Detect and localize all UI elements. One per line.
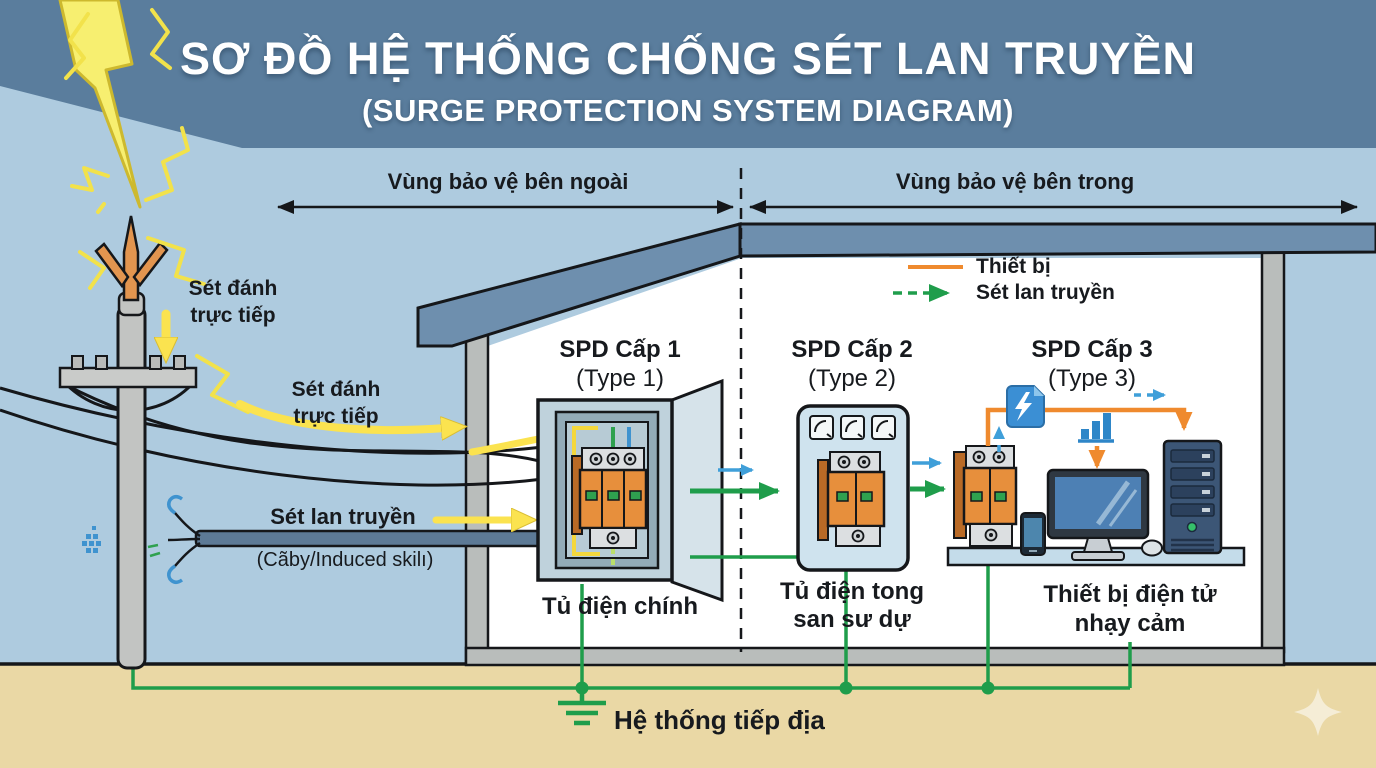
legend-surge-label: Sét lan truyền: [976, 281, 1115, 304]
lightning-rod-icon: [94, 215, 169, 302]
lightning-sparks: [64, 8, 250, 414]
spd2-panel: [796, 404, 910, 572]
zone-inner-label: Vùng bảo vệ bên trong: [895, 169, 1135, 194]
direct-strike-label-2-line1: Sét đánh: [291, 378, 381, 401]
stage-flow-arrows: [690, 457, 946, 500]
pc-tower-icon: [1162, 439, 1223, 555]
building-right-wall: [1260, 246, 1286, 654]
cable-note: (Cãby/Induced skilı): [256, 549, 434, 571]
spd3-device: [953, 445, 1018, 547]
building-left-wall: [464, 330, 490, 666]
spd3-type: (Type 3): [1047, 365, 1137, 392]
pole-crossarm: [58, 366, 198, 389]
grounding-system-label: Hệ thống tiếp địa: [614, 705, 825, 735]
bar-chart-icon: [1078, 413, 1114, 443]
direct-strike-curved-arrow: [236, 400, 446, 430]
spd1-cabinet: [536, 378, 724, 603]
spd1-title: SPD Cấp 1: [559, 336, 681, 363]
spd3-title: SPD Cấp 3: [1031, 336, 1153, 363]
legend-device-label: Thiết bị: [976, 255, 1051, 278]
spd2-caption-line1: Tủ điện tong: [780, 578, 924, 605]
header-band: [0, 0, 1376, 148]
direct-strike-label-1-line1: Sét đánh: [188, 277, 278, 300]
spd1-type: (Type 1): [575, 365, 665, 392]
monitor-icon: [1046, 468, 1150, 561]
spd2-type: (Type 2): [807, 365, 897, 392]
legend-graphics: [893, 265, 963, 302]
spd1-device: [571, 447, 648, 549]
smartphone-icon: [1020, 512, 1046, 556]
spd2-meter-icons: [809, 415, 896, 440]
mouse-icon: [1141, 539, 1163, 557]
building-roof-slope: [416, 222, 742, 348]
zone-markers: [277, 168, 1358, 652]
direct-strike-label-2-line2: trực tiếp: [293, 405, 379, 428]
spd2-title: SPD Cấp 2: [791, 336, 913, 363]
ground-surface: [0, 664, 1376, 768]
lightning-strike: [58, 0, 250, 414]
utility-pole: [58, 215, 198, 670]
spd3-caption-line1: Thiết bị điện tử: [1043, 581, 1217, 608]
spd1-caption: Tủ điện chính: [542, 593, 698, 620]
spd3-caption-line2: nhạy cảm: [1074, 610, 1186, 637]
building-roof-flat: [738, 222, 1376, 258]
surge-document-icon: [1006, 385, 1045, 428]
spd2-caption-line2: san sư dự: [793, 606, 911, 633]
direct-strike-label-1-line2: trực tiếp: [190, 304, 276, 327]
page-title: SƠ ĐỒ HỆ THỐNG CHỐNG SÉT LAN TRUYỀN: [180, 33, 1196, 84]
ground-symbol-icon: [558, 688, 606, 726]
cable-pixel-cluster: [82, 526, 101, 553]
building-floor: [464, 646, 1286, 667]
surge-label: Sét lan truyền: [270, 504, 416, 529]
zone-outer-label: Vùng bảo vệ bên ngoài: [387, 169, 629, 194]
spd3-circuit: [985, 385, 1193, 469]
sparkle-icon: [1294, 688, 1342, 736]
hazard-arrows: [166, 309, 548, 520]
spd2-device: [817, 451, 886, 547]
page-subtitle: (SURGE PROTECTION SYSTEM DIAGRAM): [361, 93, 1014, 128]
electronics-area: [946, 439, 1246, 567]
